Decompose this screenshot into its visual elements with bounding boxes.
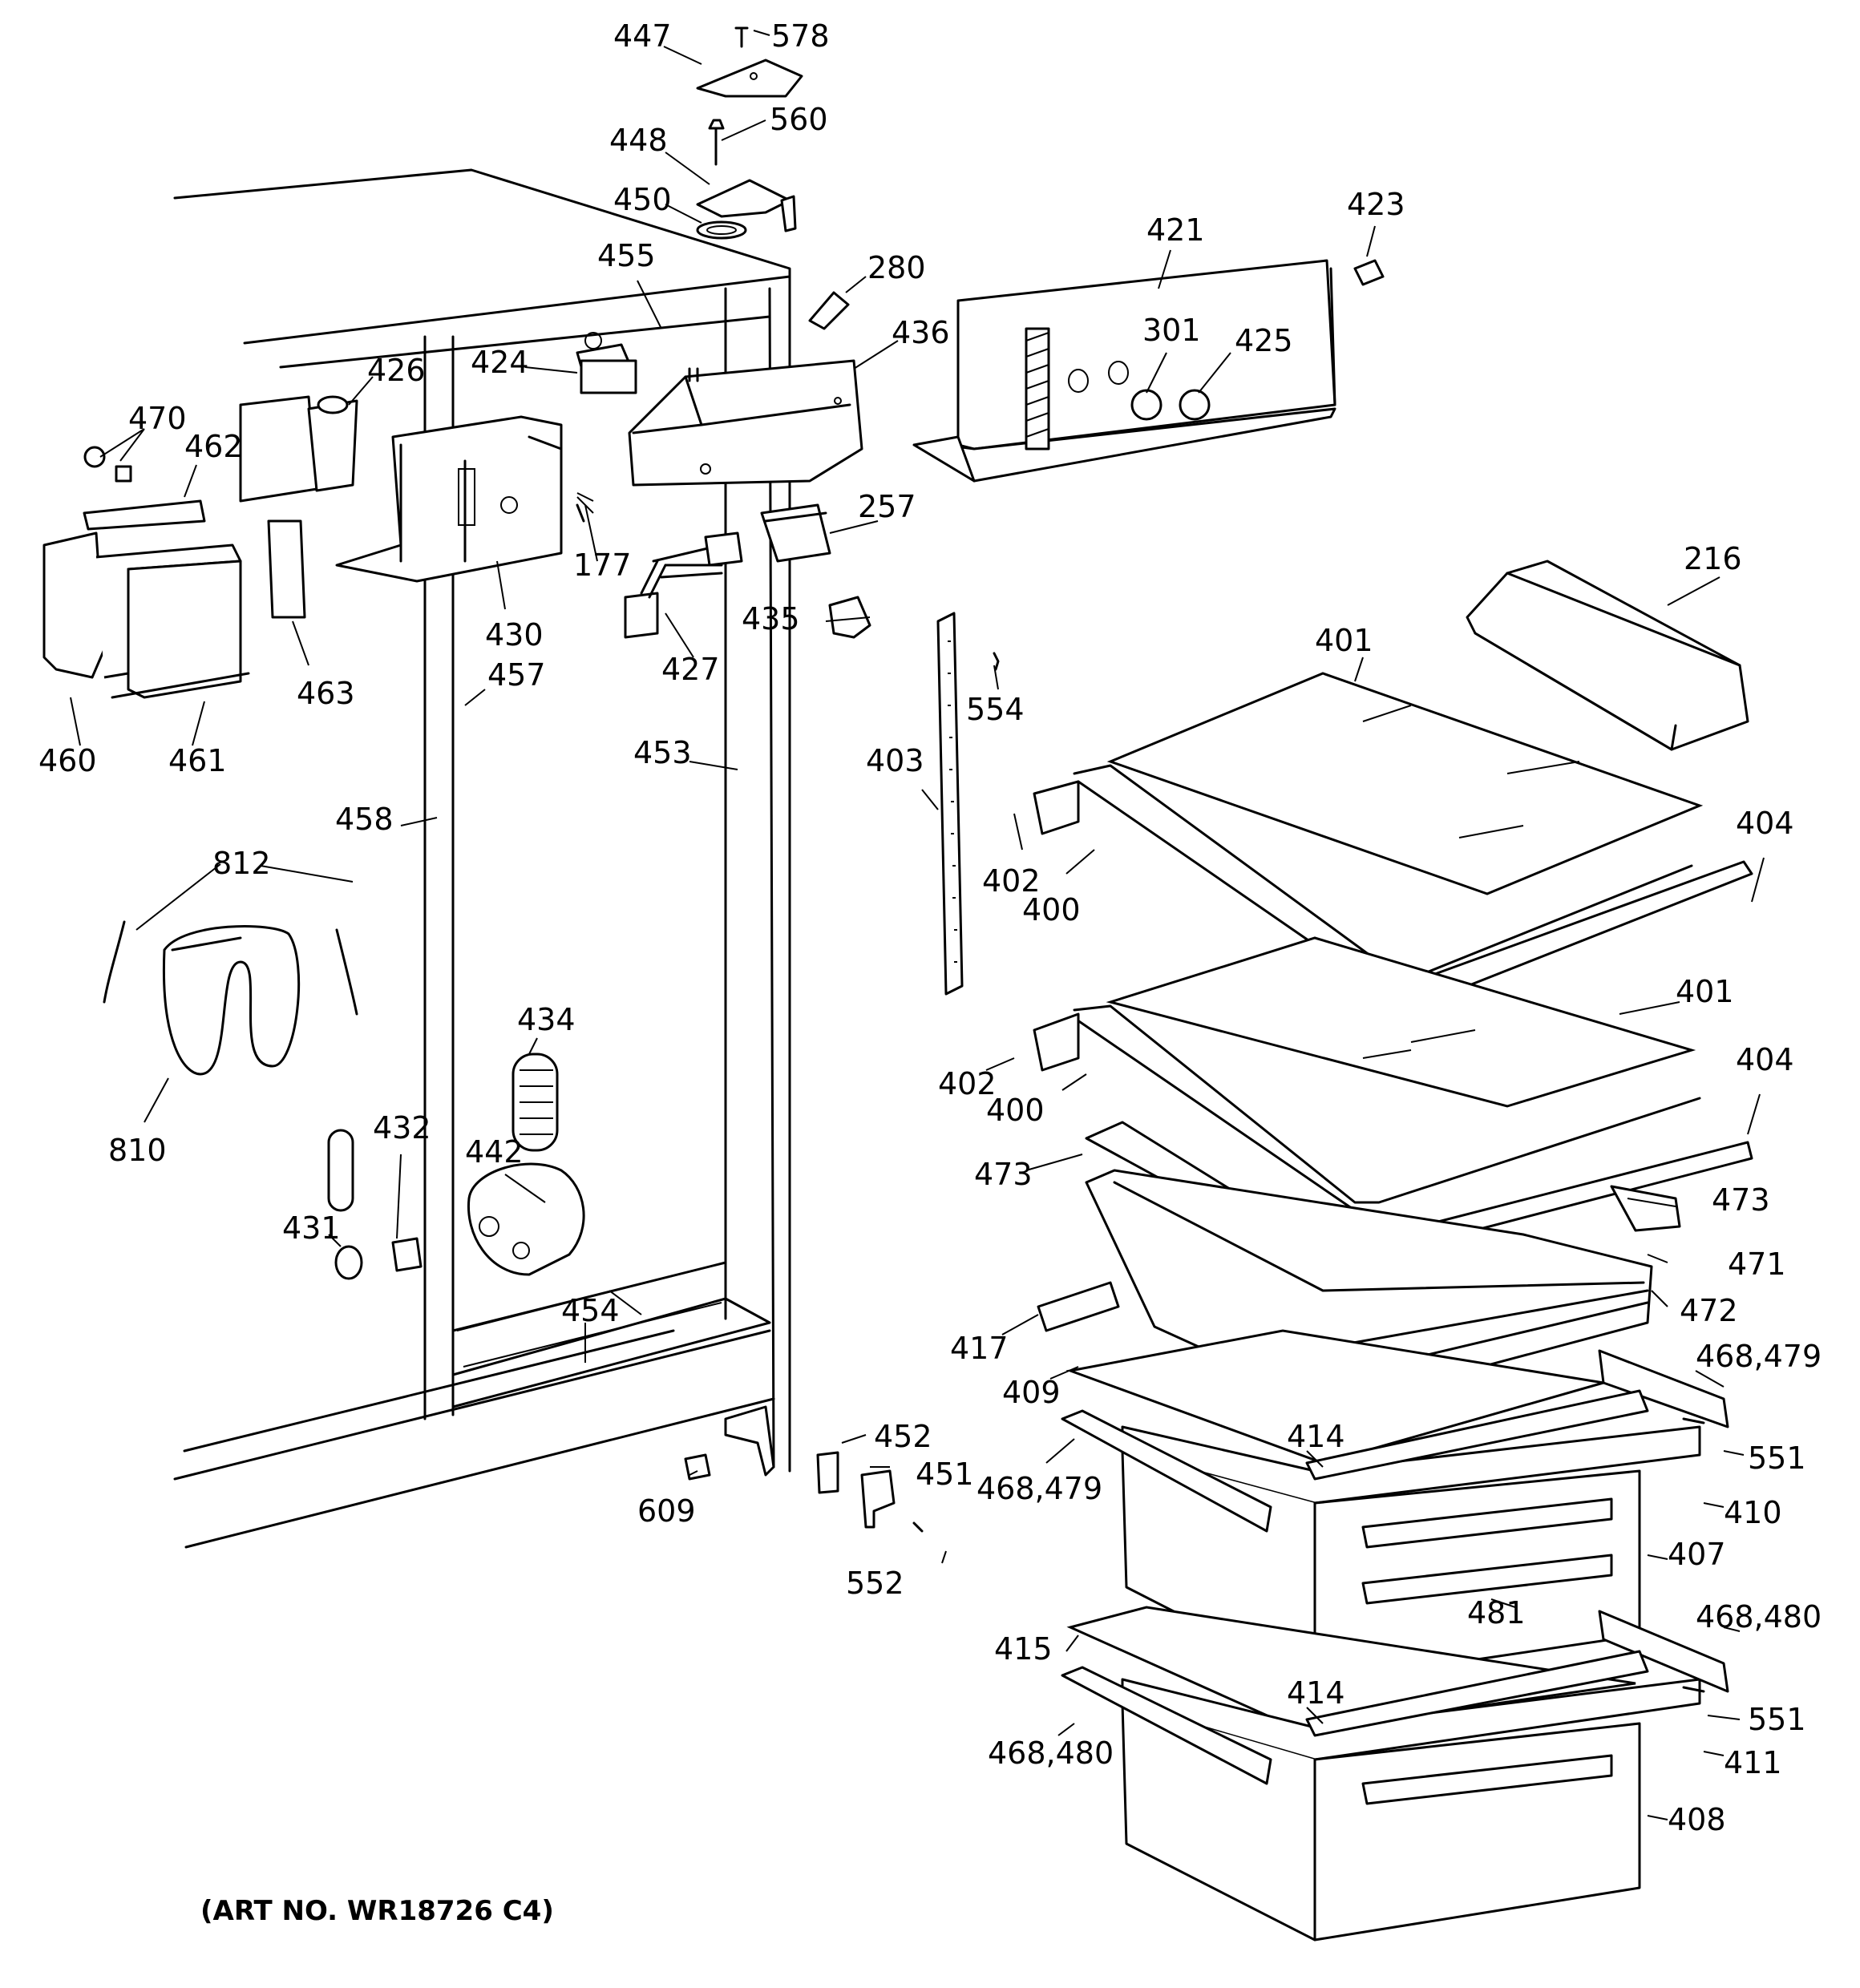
callout-177: 177 [573,548,632,583]
callout-401-mid: 401 [1676,974,1734,1009]
air-duct [335,415,594,583]
top-hinge-assembly [696,26,850,330]
callout-462: 462 [184,429,243,464]
shelf-ladder [936,612,1000,996]
callout-432: 432 [373,1110,431,1146]
callout-452: 452 [874,1419,932,1454]
callout-551-upper: 551 [1748,1440,1806,1476]
callout-408: 408 [1668,1802,1726,1837]
callout-468-480-left: 468,480 [988,1735,1114,1771]
callout-407: 407 [1668,1537,1726,1572]
callout-411: 411 [1724,1745,1782,1780]
callout-552: 552 [846,1566,904,1601]
callout-481: 481 [1467,1595,1526,1630]
callout-421: 421 [1146,212,1205,248]
control-housing [576,332,863,487]
callout-453: 453 [633,735,692,770]
callout-403: 403 [866,743,924,778]
callout-554: 554 [966,692,1025,727]
callout-812: 812 [212,846,271,881]
callout-415: 415 [994,1631,1053,1667]
callout-423: 423 [1347,187,1405,222]
callout-424: 424 [471,345,529,380]
callout-458: 458 [335,802,394,837]
callout-463: 463 [297,676,355,711]
callout-216: 216 [1684,541,1742,576]
callout-450: 450 [613,182,672,217]
callout-560: 560 [770,102,828,137]
cabinet-liner [173,168,791,1549]
callout-442: 442 [465,1134,524,1170]
callout-447: 447 [613,18,672,54]
callout-609: 609 [637,1493,696,1529]
callout-455: 455 [597,238,656,273]
callout-409: 409 [1002,1375,1061,1410]
callout-468-479-right: 468,479 [1696,1339,1822,1374]
callout-280: 280 [867,250,926,285]
callout-301: 301 [1142,313,1201,348]
callout-435: 435 [742,601,800,636]
callout-404-mid: 404 [1736,1042,1794,1077]
callout-414-lower: 414 [1287,1675,1345,1711]
callout-468-479-left: 468,479 [976,1471,1102,1506]
misc-lower-parts [103,920,1705,1693]
callout-457: 457 [487,657,546,693]
callout-404-top: 404 [1736,806,1794,841]
art-number: (ART NO. WR18726 C4) [200,1895,554,1927]
callout-410: 410 [1724,1495,1782,1530]
callout-461: 461 [168,743,227,778]
dairy-bin [1466,560,1749,751]
middle-shelf [1033,936,1753,1240]
callout-417: 417 [950,1331,1009,1366]
leader-lines [70,30,1765,1820]
callout-402-mid: 402 [938,1066,997,1101]
callout-430: 430 [485,617,544,653]
callout-551-lower: 551 [1748,1702,1806,1737]
callout-402-top: 402 [982,863,1041,899]
callout-470: 470 [128,401,187,436]
callout-431: 431 [282,1210,341,1246]
callout-460: 460 [38,743,97,778]
callout-451: 451 [916,1457,974,1492]
callout-labels: 578 447 560 448 450 455 280 421 423 436 … [38,18,1822,1837]
callout-810: 810 [108,1133,167,1168]
upper-shelf [1033,672,1753,996]
callout-473-left: 473 [974,1157,1033,1192]
callout-436: 436 [892,315,950,350]
callout-448: 448 [609,123,668,158]
callout-434: 434 [517,1002,576,1037]
callout-257: 257 [858,489,916,524]
callout-400-mid: 400 [986,1093,1045,1128]
control-panel [912,259,1385,483]
callout-473-right: 473 [1712,1182,1770,1218]
callout-468-480-right: 468,480 [1696,1599,1822,1634]
callout-454: 454 [561,1293,620,1328]
callout-471: 471 [1728,1247,1786,1282]
callout-414-upper: 414 [1287,1419,1345,1454]
callout-425: 425 [1235,323,1293,358]
lower-crisper-drawer [1061,1606,1729,1942]
electrical-components [576,359,871,639]
damper-housing-parts [42,395,358,699]
callout-400-top: 400 [1022,892,1081,927]
callout-401-top: 401 [1315,623,1373,658]
callout-578: 578 [771,18,830,54]
callout-426: 426 [367,353,426,388]
callout-472: 472 [1680,1293,1738,1328]
callout-427: 427 [661,652,720,687]
